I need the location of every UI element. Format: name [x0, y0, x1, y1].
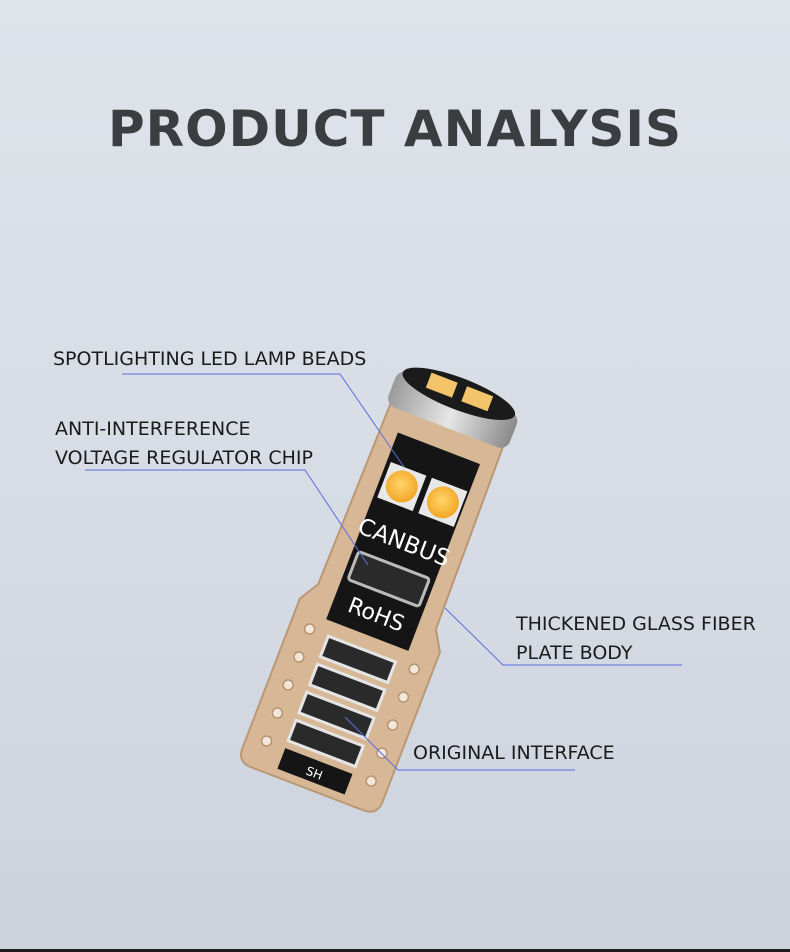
bottom-border [0, 949, 790, 952]
side-holes [260, 623, 420, 787]
page-title: PRODUCT ANALYSIS [107, 100, 683, 158]
top-led-left [425, 372, 458, 398]
leader-regulator [85, 469, 369, 566]
leader-led-beads [122, 373, 405, 468]
top-led-right [461, 386, 494, 412]
contact-pads [286, 634, 398, 769]
bulb-body: CANBUS RoHS SH [240, 367, 518, 813]
label-led-beads: SPOTLIGHTING LED LAMP BEADS [53, 348, 367, 370]
led-bead-left [385, 470, 418, 503]
leader-glass-fiber [444, 607, 682, 666]
label-original-interface: ORIGINAL INTERFACE [413, 742, 615, 764]
label-glass-fiber-body: THICKENED GLASS FIBER PLATE BODY [516, 613, 756, 664]
sh-marking: SH [304, 764, 325, 783]
label-regulator-chip: ANTI-INTERFERENCE VOLTAGE REGULATOR CHIP [55, 418, 313, 469]
leader-lines [85, 373, 682, 771]
regulator-chip [347, 550, 431, 608]
leader-interface [344, 716, 575, 771]
led-bead-right [426, 486, 459, 519]
